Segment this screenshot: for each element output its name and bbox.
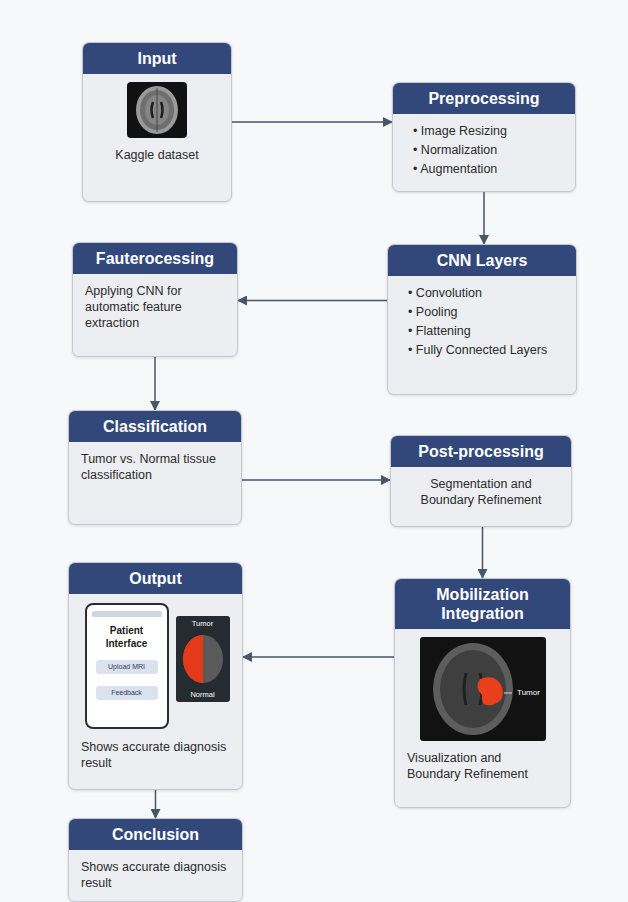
flow-arrow [155,790,157,818]
box-text: Tumor vs. Normal tissue classification [69,451,241,483]
box-heading: Input [83,43,231,74]
box-heading: Classification [69,411,241,442]
box-text: Segmentation and Boundary Refinement [391,476,571,508]
process-box: CNN Layers • Convolution • Pooling • Flatte… [387,244,577,395]
illustration-label: Tumor [178,619,228,630]
flow-arrow [242,479,390,481]
process-box: ClassificationTumor vs. Normal tissue cl… [68,410,242,525]
bullet-item: • Normalization [393,142,575,158]
flow-arrow [154,357,156,410]
illustration-label: Upload MRI [96,660,158,674]
tumor-illustration: Tumor [418,637,548,741]
process-box: Output Patient InterfaceUpload MRI Feedba… [68,562,243,790]
flow-arrow [232,121,392,123]
flow-arrow [243,656,394,658]
box-text: Visualization and Boundary Refinement [395,750,570,782]
process-box: Mobilization Integration TumorVisualizat… [394,578,571,808]
bullet-item: • Pooling [388,304,576,320]
process-box: FauterocessingApplying CNN for automatic… [72,242,238,357]
bullet-item: • Fully Connected Layers [388,342,576,358]
box-text: Applying CNN for automatic feature extra… [73,283,237,331]
box-heading: Output [69,563,242,594]
mri-illustration [127,82,187,138]
illustration-label: Feedback [96,686,158,700]
box-text: Shows accurate diagnosis result [69,739,242,771]
box-heading: Fauterocessing [73,243,237,274]
flow-arrow [483,192,485,244]
box-heading: CNN Layers [388,245,576,276]
process-box: Post-processingSegmentation and Boundary… [390,435,572,527]
box-text: Shows accurate diagnosis result [69,859,242,891]
flow-arrow [482,527,484,578]
mri-image [127,82,187,138]
box-heading: Preprocessing [393,83,575,114]
process-box: ConclusionShows accurate diagnosis resul… [68,818,243,902]
box-heading: Conclusion [69,819,242,850]
bullet-item: • Augmentation [393,161,575,177]
bullet-item: • Flattening [388,323,576,339]
box-text: Kaggle dataset [83,147,231,163]
illustration-label: Patient Interface [92,624,162,650]
illustration-label: Normal [178,690,228,701]
box-heading: Post-processing [391,436,571,467]
illustration-label: Tumor [512,687,546,698]
box-heading: Mobilization Integration [395,579,570,629]
output-illustration: Patient InterfaceUpload MRI Feedback Tumor… [80,602,232,730]
process-box: Input Kaggle dataset [82,42,232,202]
bullet-item: • Convolution [388,285,576,301]
bullet-item: • Image Resizing [393,123,575,139]
flow-arrow [238,300,387,302]
process-box: Preprocessing • Image Resizing • Normaliza… [392,82,576,192]
